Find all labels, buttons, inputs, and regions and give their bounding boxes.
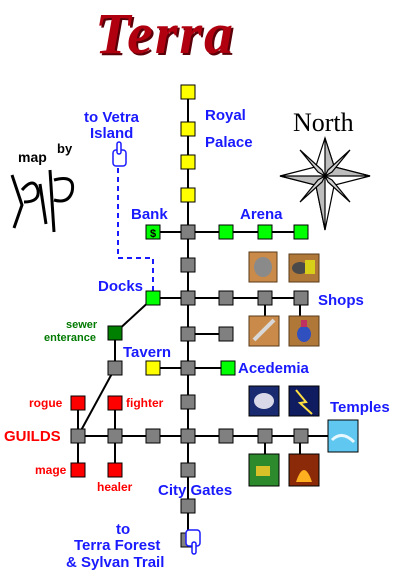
label-island[interactable]: Island	[90, 125, 134, 142]
compass-label: North	[293, 108, 354, 137]
label-arena[interactable]: Arena	[240, 206, 283, 223]
label-sylvan-trail[interactable]: & Sylvan Trail	[66, 554, 165, 571]
credit-map: map	[18, 149, 47, 165]
label-guilds[interactable]: GUILDS	[4, 428, 61, 445]
street-node[interactable]	[145, 428, 161, 444]
label-docks[interactable]: Docks	[98, 278, 144, 295]
guild-healer-node[interactable]	[107, 462, 123, 478]
street-node[interactable]	[180, 224, 196, 240]
hand-up-icon	[112, 141, 127, 167]
bank-dollar-icon: $	[150, 228, 156, 240]
map-title: Terra	[95, 1, 235, 66]
palace-node[interactable]	[180, 187, 196, 203]
hand-down-icon	[185, 529, 201, 555]
label-temples[interactable]: Temples	[330, 399, 390, 416]
label-shops[interactable]: Shops	[318, 292, 364, 309]
guild-rogue-node[interactable]	[70, 395, 86, 411]
palace-node[interactable]	[180, 84, 196, 100]
arena-node[interactable]	[257, 224, 273, 240]
street-node[interactable]	[180, 360, 196, 376]
street-node[interactable]	[180, 462, 196, 478]
street-node[interactable]	[107, 360, 123, 376]
label-sewer[interactable]: sewer	[66, 319, 98, 331]
street-node[interactable]	[180, 498, 196, 514]
palace-node[interactable]	[180, 121, 196, 137]
street-node[interactable]	[218, 326, 234, 342]
label-healer[interactable]: healer	[97, 480, 133, 494]
guild-mage-node[interactable]	[70, 462, 86, 478]
sewer-node[interactable]	[107, 325, 123, 341]
label-palace[interactable]: Palace	[205, 134, 253, 151]
compass-rose	[279, 136, 371, 231]
label-royal[interactable]: Royal	[205, 107, 246, 124]
guild-fighter-node[interactable]	[107, 395, 123, 411]
street-node[interactable]	[70, 428, 86, 444]
vetra-route	[117, 168, 154, 298]
label-rogue[interactable]: rogue	[29, 396, 63, 410]
label-enterance[interactable]: enterance	[44, 332, 96, 344]
label-terra-forest[interactable]: Terra Forest	[74, 537, 161, 554]
credit-by: by	[57, 141, 73, 156]
street-node[interactable]	[180, 257, 196, 273]
tavern-node[interactable]	[145, 360, 161, 376]
bank-node[interactable]	[145, 224, 161, 240]
street-node[interactable]	[180, 290, 196, 306]
street-node[interactable]	[257, 290, 273, 306]
street-node[interactable]	[218, 290, 234, 306]
street-node[interactable]	[218, 428, 234, 444]
shop-icons[interactable]	[248, 251, 320, 347]
label-fighter[interactable]: fighter	[126, 396, 164, 410]
label-city-gates[interactable]: City Gates	[158, 482, 233, 499]
street-node[interactable]	[107, 428, 123, 444]
arena-node[interactable]	[218, 224, 234, 240]
arena-node[interactable]	[293, 224, 309, 240]
street-node[interactable]	[180, 394, 196, 410]
label-to[interactable]: to	[116, 521, 131, 538]
label-mage[interactable]: mage	[35, 463, 67, 477]
label-bank[interactable]: Bank	[131, 206, 168, 223]
street-node[interactable]	[180, 326, 196, 342]
docks-node[interactable]	[145, 290, 161, 306]
street-node[interactable]	[293, 290, 309, 306]
label-to-vetra[interactable]: to Vetra	[84, 109, 140, 126]
street-node[interactable]	[293, 428, 309, 444]
street-node[interactable]	[257, 428, 273, 444]
label-tavern[interactable]: Tavern	[123, 344, 172, 361]
credit-monogram	[10, 169, 75, 233]
palace-node[interactable]	[180, 154, 196, 170]
temple-icons[interactable]	[248, 385, 359, 487]
label-acedemia[interactable]: Acedemia	[238, 360, 309, 377]
street-node[interactable]	[180, 428, 196, 444]
acedemia-node[interactable]	[220, 360, 236, 376]
